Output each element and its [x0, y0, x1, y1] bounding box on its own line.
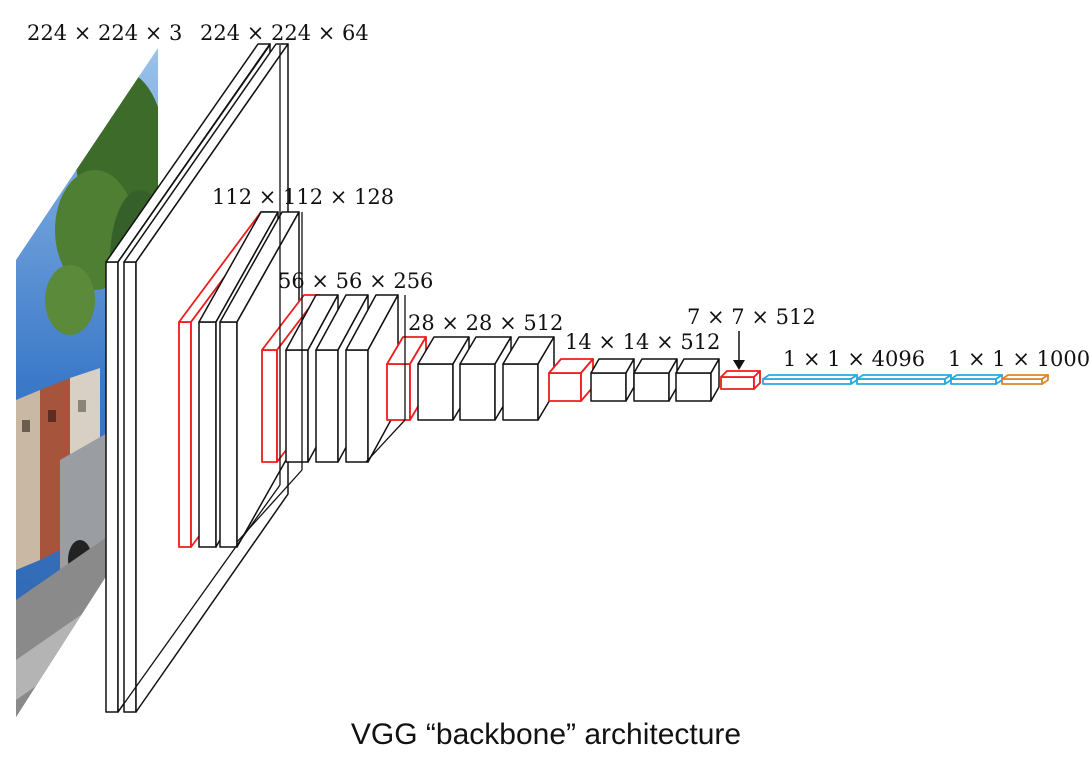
dim-label-conv4: 28 × 28 × 512 — [408, 311, 563, 335]
layer-block-fc6 — [762, 374, 858, 385]
dim-label-conv3: 56 × 56 × 256 — [278, 269, 433, 293]
connector-lines — [117, 44, 406, 713]
dim-label-pool5: 7 × 7 × 512 — [687, 305, 816, 329]
layer-stack — [105, 43, 1049, 713]
layer-block-conv5-1 — [590, 358, 635, 402]
dim-label-input: 224 × 224 × 3 — [27, 21, 182, 45]
dim-label-conv2: 112 × 112 × 128 — [212, 185, 394, 209]
layer-block-fc7 — [856, 374, 952, 385]
layer-block-conv5-3 — [675, 358, 720, 402]
layer-block-softmax — [1001, 374, 1049, 385]
dim-label-fc: 1 × 1 × 4096 — [783, 347, 925, 371]
dim-label-conv1: 224 × 224 × 64 — [200, 21, 369, 45]
layer-block-conv5-2 — [633, 358, 678, 402]
layer-block-pool5 — [720, 370, 761, 390]
layer-block-pool4 — [548, 358, 594, 402]
arrow-icon — [733, 331, 745, 370]
layer-block-fc8 — [950, 374, 1003, 385]
dim-label-conv5: 14 × 14 × 512 — [565, 330, 720, 354]
diagram-caption: VGG “backbone” architecture — [350, 718, 742, 751]
dim-label-output: 1 × 1 × 1000 — [948, 347, 1090, 371]
